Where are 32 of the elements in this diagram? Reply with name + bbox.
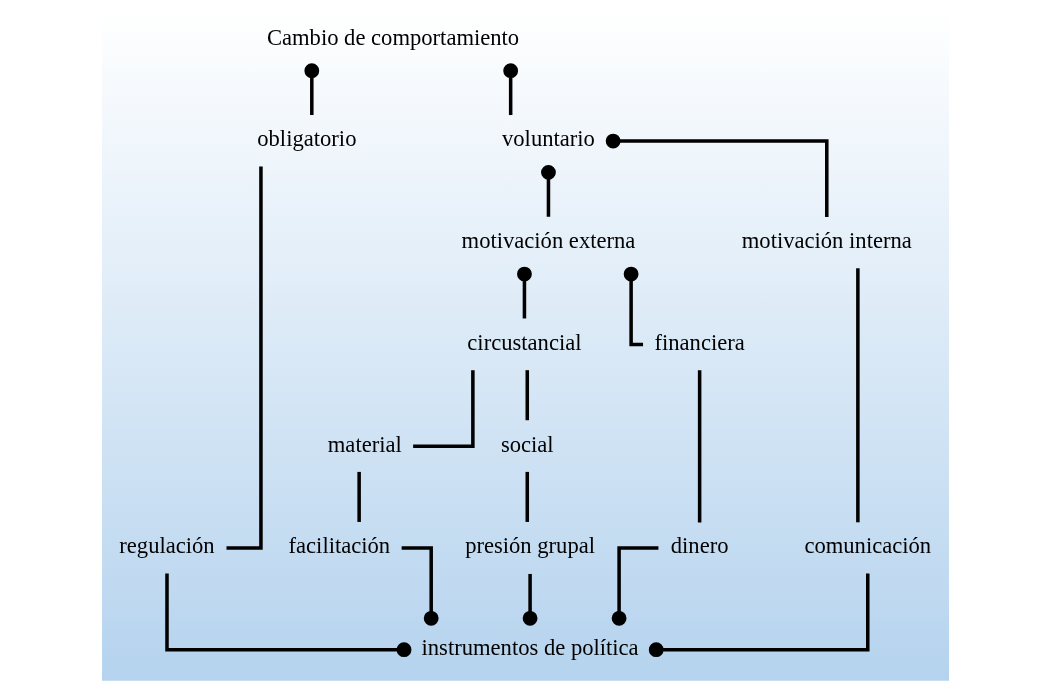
connector [226,166,263,550]
connector [525,471,530,522]
connector [541,164,556,217]
node-text: material [327,431,402,457]
connector [401,546,439,626]
connector [165,573,412,658]
connector [856,268,860,523]
connector [517,266,532,319]
connector [522,573,538,626]
node-text: dinero [670,533,729,559]
node-text: financiera [654,329,745,355]
node-text: obligatorio [257,126,357,152]
node-text: motivación externa [461,228,636,254]
node-text: regulación [119,533,215,559]
connector [357,471,361,522]
connector [503,63,519,116]
node-text: Cambio de comportamiento [266,24,520,50]
connector [413,370,475,448]
node-text: circustancial [467,329,582,355]
node-text: voluntario [502,126,595,152]
connector [611,546,659,626]
connector [605,133,829,218]
node-text: motivación interna [741,228,912,254]
node-text: presión grupal [465,533,596,559]
node-text: social [500,431,554,457]
connector [648,573,870,658]
connector [525,370,530,421]
connector [304,63,320,116]
node-text: comunicación [804,533,932,559]
connector [697,370,702,523]
node-text: instrumentos de política [421,635,639,661]
node-text: facilitación [288,533,391,559]
